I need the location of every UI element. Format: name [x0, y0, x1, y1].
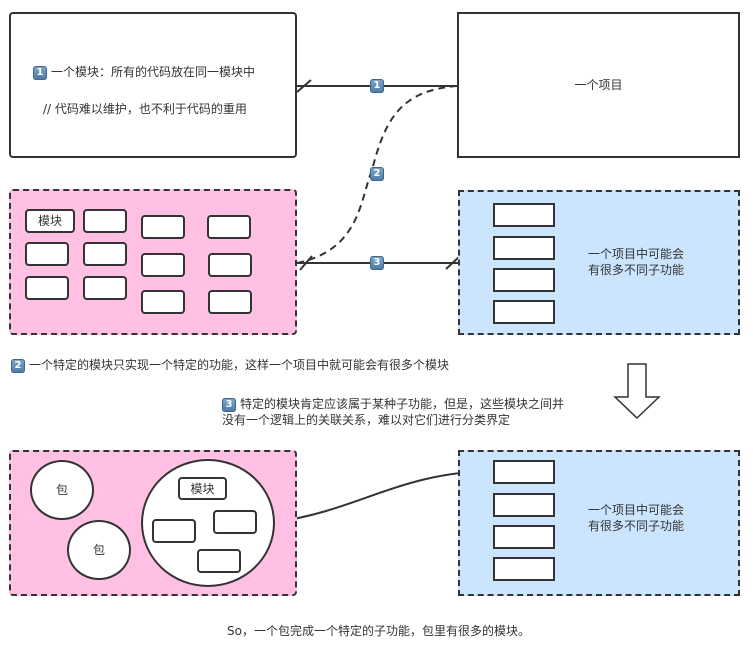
project-label: 一个项目 — [574, 78, 623, 92]
note-3: 3 特定的模块肯定应该属于某种子功能，但是，这些模块之间并 没有一个逻辑上的关联关… — [222, 396, 564, 428]
connector-1-tick — [296, 79, 312, 93]
module-box — [213, 510, 257, 534]
module-box: 模块 — [25, 209, 75, 233]
down-arrow-icon — [613, 363, 661, 420]
note-3-line1: 特定的模块肯定应该属于某种子功能，但是，这些模块之间并 — [240, 397, 565, 411]
function-box — [493, 557, 555, 581]
module-label: 模块 — [190, 481, 215, 496]
module-label: 模块 — [37, 214, 62, 228]
step-3-badge: 3 — [222, 397, 236, 412]
module-box — [152, 519, 196, 543]
package-circle: 包 — [67, 520, 131, 580]
connector-2-badge: 2 — [370, 167, 384, 181]
function-box — [493, 460, 555, 484]
function-box — [493, 525, 555, 549]
note-3-line2: 没有一个逻辑上的关联关系，难以对它们进行分类界定 — [222, 413, 511, 427]
module-box — [141, 290, 185, 314]
module-box — [83, 242, 127, 266]
module-box — [25, 276, 69, 300]
module-box — [83, 276, 127, 300]
module-box — [141, 253, 185, 277]
footer-summary: So，一个包完成一个特定的子功能，包里有很多的模块。 — [227, 624, 530, 638]
project-box: 一个项目 — [457, 12, 740, 158]
function-box — [493, 300, 555, 324]
function-box — [493, 236, 555, 260]
function-box — [493, 268, 555, 292]
connector-3-tick — [445, 255, 461, 270]
single-module-box: 1 一个模块：所有的代码放在同一模块中 // 代码难以维护，也不利于代码的重用 — [9, 12, 297, 158]
module-box: 模块 — [178, 477, 227, 500]
package-label: 包 — [92, 543, 105, 557]
module-box — [25, 242, 69, 266]
subfunctions-label-line1: 一个项目中可能会 — [588, 247, 685, 261]
package-label: 包 — [55, 483, 68, 497]
module-box — [141, 215, 185, 239]
module-box — [83, 209, 127, 233]
note-2-text: 一个特定的模块只实现一个特定的功能，这样一个项目中就可能会有很多个模块 — [29, 358, 450, 372]
subfunctions-label-bottom: 一个项目中可能会 有很多不同子功能 — [588, 502, 684, 534]
package-circle: 包 — [30, 460, 94, 520]
subfunctions-label-line1: 一个项目中可能会 — [588, 503, 685, 517]
function-box — [493, 203, 555, 227]
subfunctions-label-line2: 有很多不同子功能 — [588, 263, 685, 277]
single-module-comment: // 代码难以维护，也不利于代码的重用 — [43, 102, 247, 116]
single-module-title-text: 一个模块：所有的代码放在同一模块中 — [51, 65, 256, 79]
module-box — [207, 215, 251, 239]
module-box — [197, 549, 241, 573]
connector-3-badge: 3 — [370, 256, 384, 270]
module-box — [208, 253, 252, 277]
subfunctions-label-line2: 有很多不同子功能 — [588, 519, 685, 533]
note-2: 2 一个特定的模块只实现一个特定的功能，这样一个项目中就可能会有很多个模块 — [11, 357, 449, 373]
subfunctions-label: 一个项目中可能会 有很多不同子功能 — [588, 246, 684, 278]
connector-1-badge: 1 — [370, 79, 384, 93]
step-2-badge: 2 — [11, 358, 25, 373]
step-1-badge: 1 — [33, 65, 47, 80]
module-box — [208, 290, 252, 314]
single-module-title: 1 一个模块：所有的代码放在同一模块中 — [33, 64, 255, 80]
function-box — [493, 493, 555, 517]
